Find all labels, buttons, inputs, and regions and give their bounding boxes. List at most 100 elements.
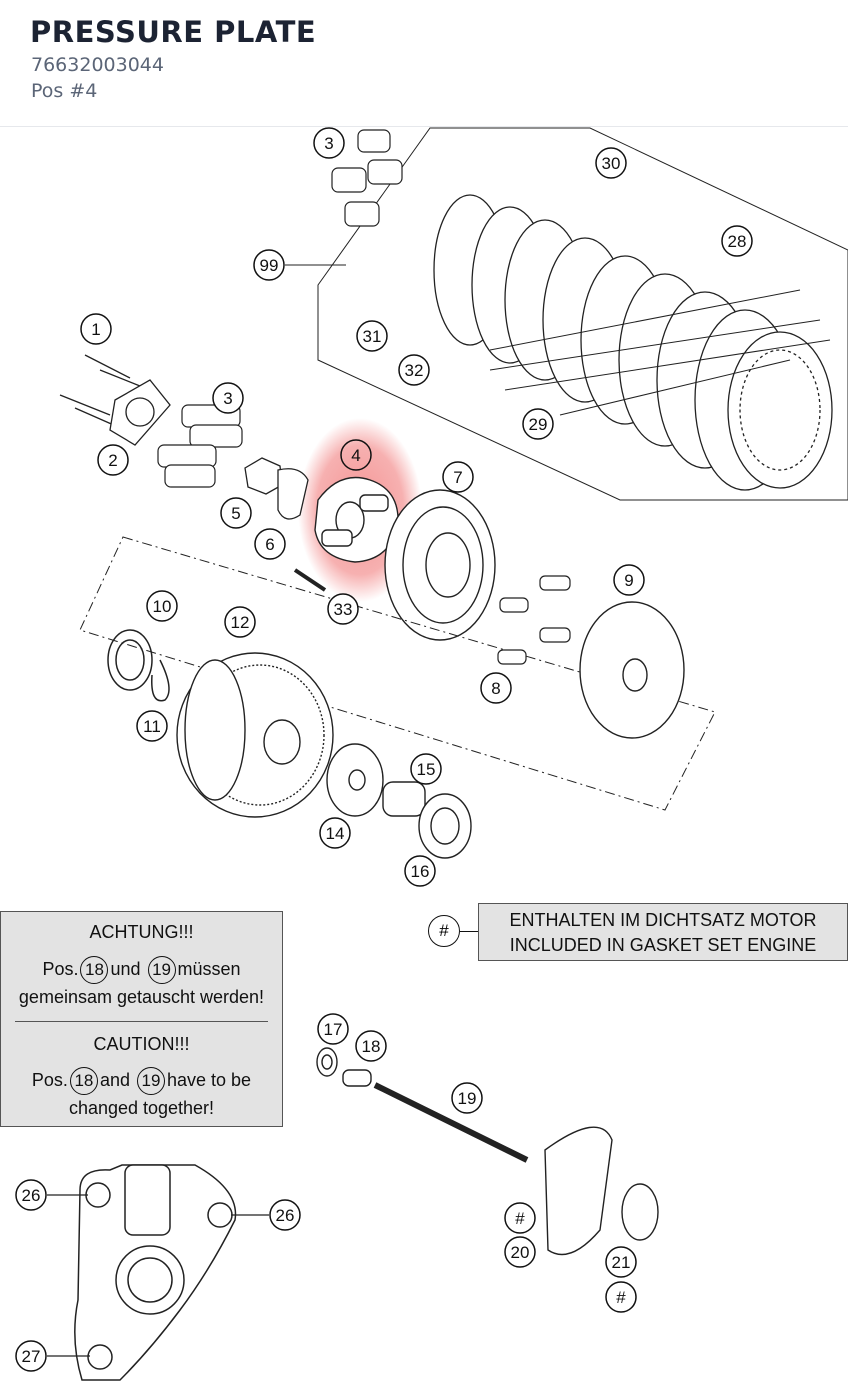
callout-label: 10	[153, 597, 172, 616]
callout-label: 19	[458, 1089, 477, 1108]
gear-bearing-washer	[326, 743, 472, 859]
callout-label: 6	[265, 535, 274, 554]
callout-label: 26	[276, 1206, 295, 1225]
ref-19: 19	[137, 1067, 165, 1095]
part-header: PRESSURE PLATE 76632003044 Pos #4	[0, 0, 848, 127]
callout-label: 20	[511, 1243, 530, 1262]
part-number: 76632003044	[31, 54, 164, 76]
callout-c21h[interactable]: #	[605, 1281, 637, 1313]
callout-c1[interactable]: 1	[80, 313, 112, 345]
gasket-set-symbol: #	[428, 915, 460, 947]
callout-label: 7	[453, 468, 462, 487]
caution-title-de: ACHTUNG!!!	[89, 922, 194, 942]
outer-pressure-plate	[579, 601, 685, 739]
callout-label: 17	[324, 1020, 343, 1039]
callout-c9[interactable]: 9	[613, 564, 645, 596]
callout-label: 2	[108, 451, 117, 470]
callout-label: 14	[326, 824, 345, 843]
ref-19: 19	[147, 956, 176, 984]
callout-c31[interactable]: 31	[356, 320, 388, 352]
callout-label: 33	[334, 600, 353, 619]
clutch-springs-top	[331, 129, 403, 227]
legend-line-en: INCLUDED IN GASKET SET ENGINE	[509, 935, 817, 955]
callout-c15[interactable]: 15	[410, 753, 442, 785]
callout-c7[interactable]: 7	[442, 461, 474, 493]
part-position: Pos #4	[31, 80, 98, 102]
caution-line2-de: gemeinsam getauscht werden!	[18, 987, 265, 1007]
slave-cylinder-gasket	[544, 1126, 659, 1256]
clutch-discs	[433, 194, 833, 491]
callout-label: 5	[231, 504, 240, 523]
callout-c29[interactable]: 29	[522, 408, 554, 440]
callout-label: #	[515, 1209, 525, 1228]
callout-c21[interactable]: 21	[605, 1246, 637, 1278]
callout-label: 16	[411, 862, 430, 881]
pushrod-assembly	[316, 1047, 529, 1163]
legend-connector	[460, 931, 478, 932]
callout-label: 15	[417, 760, 436, 779]
callout-c20[interactable]: 20	[504, 1236, 536, 1268]
callout-c8[interactable]: 8	[480, 672, 512, 704]
callout-c3a[interactable]: 3	[313, 127, 345, 159]
callout-c14[interactable]: 14	[319, 817, 351, 849]
callout-c3b[interactable]: 3	[212, 382, 244, 414]
callout-c32[interactable]: 32	[398, 354, 430, 386]
callout-c16[interactable]: 16	[404, 855, 436, 887]
callout-label: 3	[223, 389, 232, 408]
callout-c30[interactable]: 30	[595, 147, 627, 179]
bolts-and-plate	[59, 354, 171, 446]
callout-c19[interactable]: 19	[451, 1082, 483, 1114]
seal-and-circlip	[107, 629, 170, 702]
callout-c18[interactable]: 18	[355, 1030, 387, 1062]
caution-title-en: CAUTION!!!	[93, 1034, 190, 1054]
callout-c17[interactable]: 17	[317, 1013, 349, 1045]
callout-c26a[interactable]: 26	[15, 1179, 47, 1211]
callout-label: 28	[728, 232, 747, 251]
callout-c5[interactable]: 5	[220, 497, 252, 529]
callout-label: 21	[612, 1253, 631, 1272]
clutch-springs-middle	[157, 404, 243, 488]
callout-label: 8	[491, 679, 500, 698]
callout-c11[interactable]: 11	[136, 710, 168, 742]
callout-label: 12	[231, 613, 250, 632]
ref-18: 18	[80, 956, 109, 984]
pressure-plate	[314, 476, 399, 563]
callout-c99[interactable]: 99	[253, 249, 285, 281]
callout-label: 4	[351, 446, 360, 465]
callout-label: 18	[362, 1037, 381, 1056]
callout-c6[interactable]: 6	[254, 528, 286, 560]
callout-c28[interactable]: 28	[721, 225, 753, 257]
clutch-basket	[176, 652, 334, 818]
nut-and-lock-washer	[244, 457, 309, 520]
callout-c26b[interactable]: 26	[269, 1199, 301, 1231]
clutch-pack-frame	[317, 127, 848, 501]
callout-c10[interactable]: 10	[146, 590, 178, 622]
callout-label: 27	[22, 1347, 41, 1366]
callout-c12[interactable]: 12	[224, 606, 256, 638]
callout-c33[interactable]: 33	[327, 593, 359, 625]
callout-c4[interactable]: 4	[340, 439, 372, 471]
callout-labels: 123345678910111214151617181920#21#262627…	[15, 127, 753, 1372]
ref-18: 18	[69, 1067, 98, 1095]
callout-c20h[interactable]: #	[504, 1202, 536, 1234]
damper-springs	[497, 575, 571, 665]
inner-clutch-hub	[384, 489, 496, 641]
callout-label: 11	[143, 717, 161, 736]
callout-label: 30	[602, 154, 621, 173]
callout-label: 9	[624, 571, 633, 590]
callout-label: 3	[324, 134, 333, 153]
legend-line-de: ENTHALTEN IM DICHTSATZ MOTOR	[509, 910, 817, 930]
callout-label: 29	[529, 415, 548, 434]
callout-label: 1	[91, 320, 100, 339]
clutch-slave-cylinder	[74, 1164, 237, 1381]
part-title: PRESSURE PLATE	[30, 15, 317, 49]
callout-label: 31	[363, 327, 382, 346]
callout-c2[interactable]: 2	[97, 444, 129, 476]
caution-line2-en: changed together!	[68, 1098, 215, 1118]
callout-label: 26	[22, 1186, 41, 1205]
callout-c27[interactable]: 27	[15, 1340, 47, 1372]
